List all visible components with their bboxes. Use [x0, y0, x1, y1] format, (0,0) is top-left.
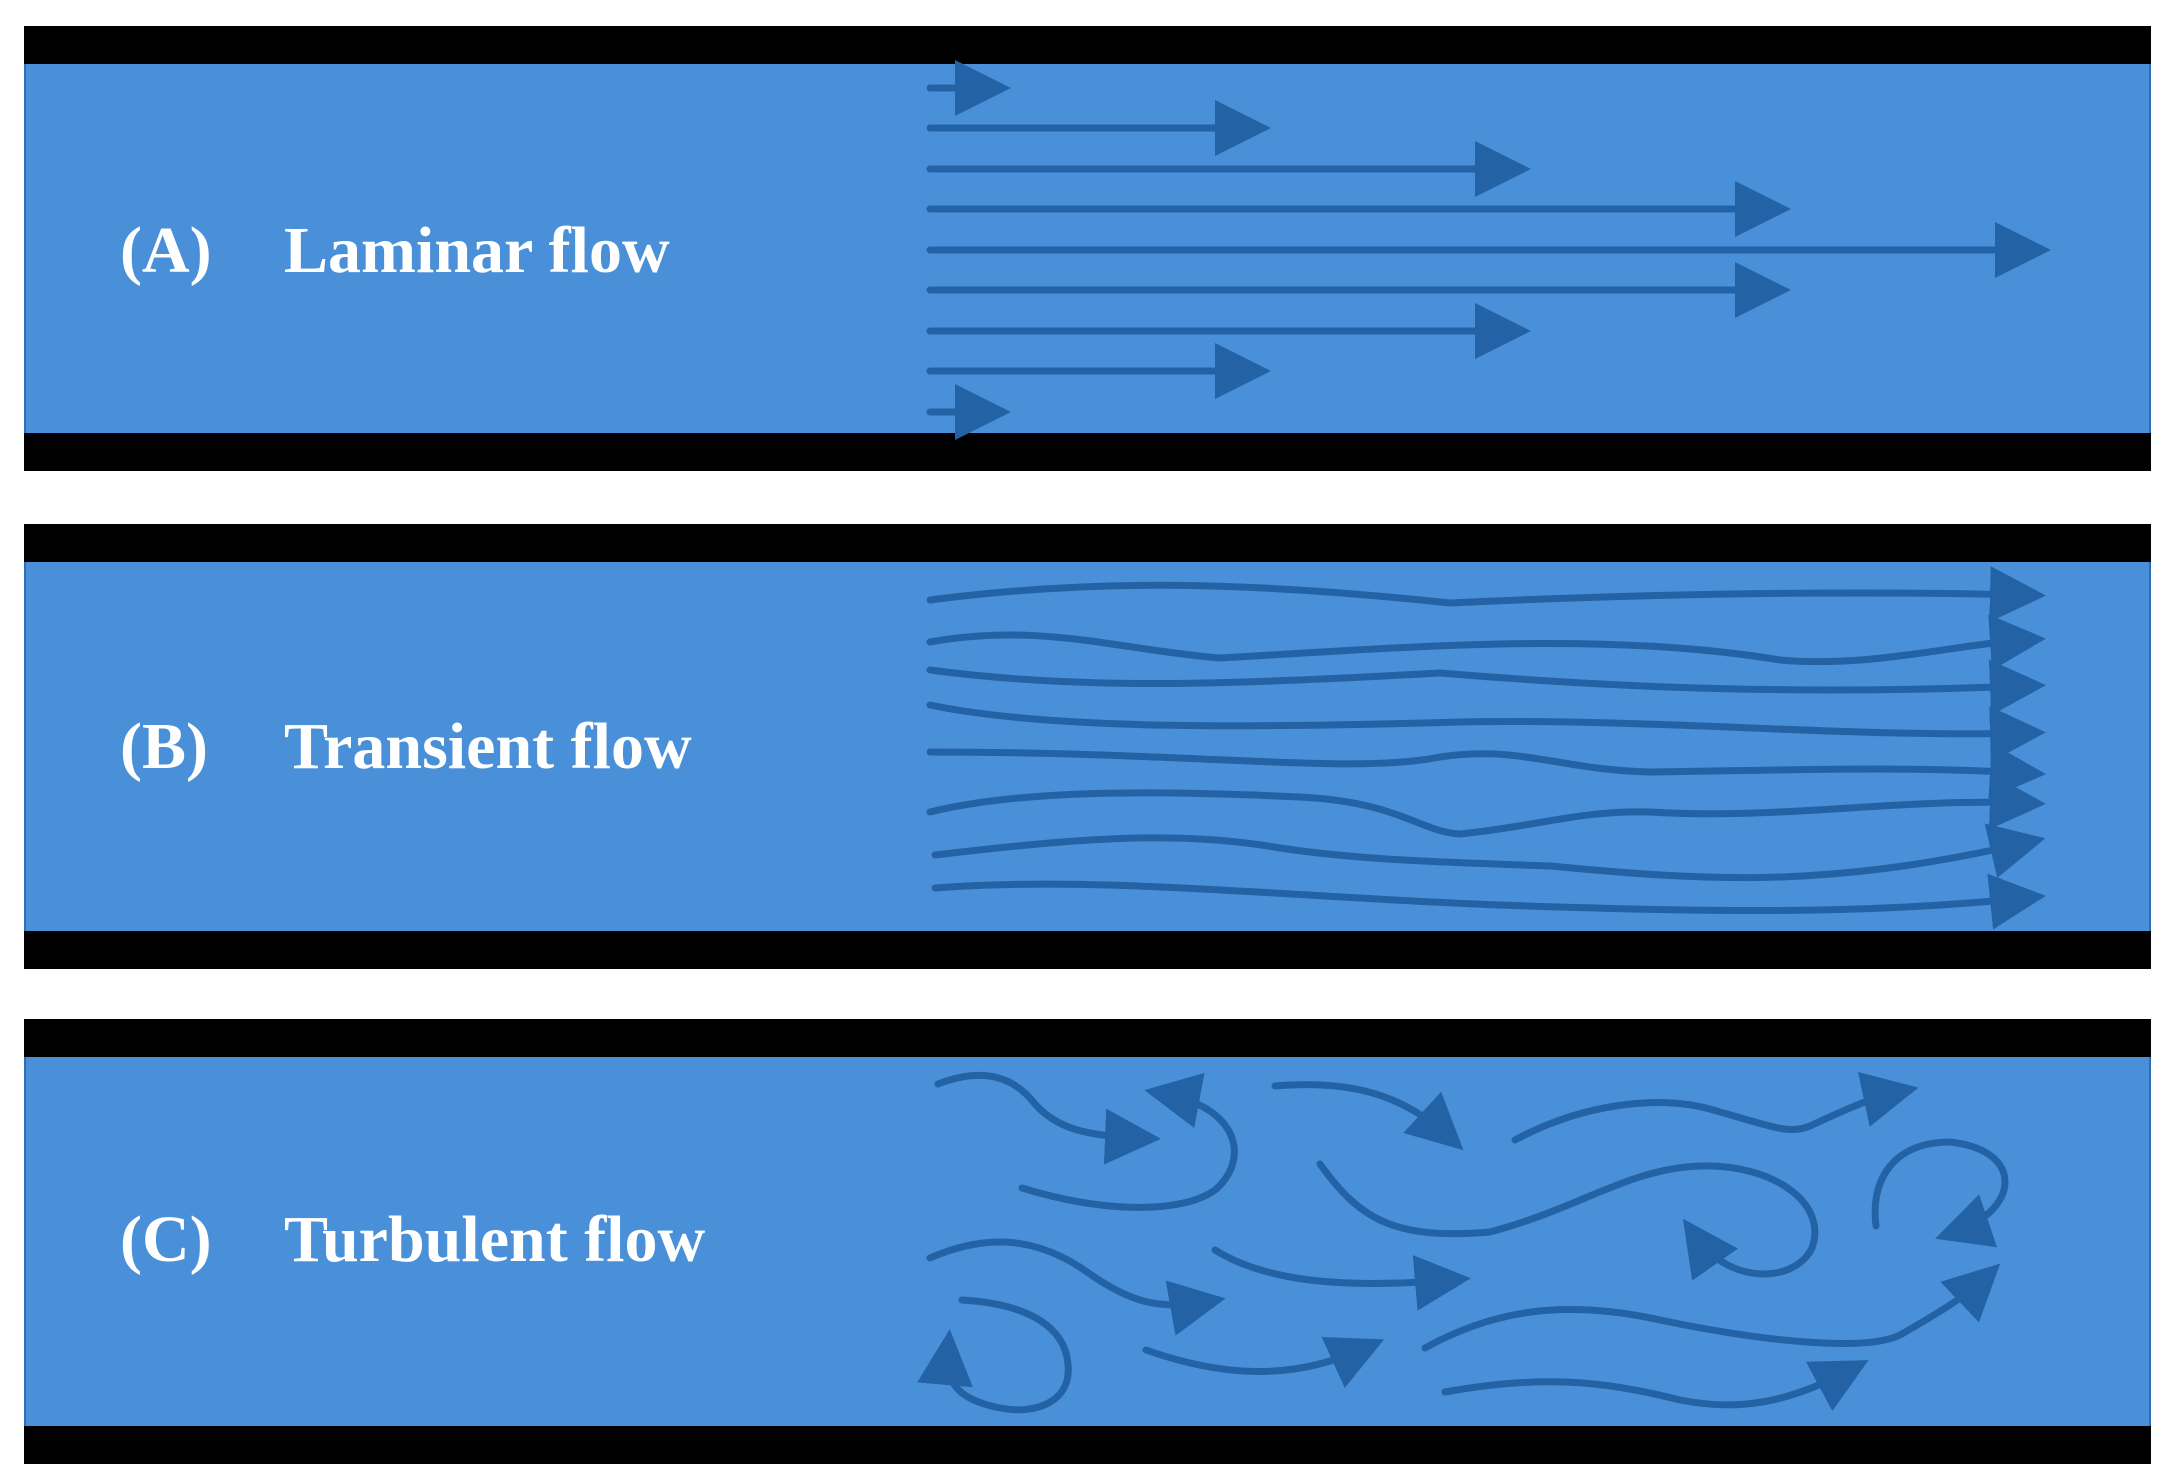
panel-title: Turbulent flow: [284, 1203, 706, 1276]
panel-label: (C)Turbulent flow: [120, 1207, 705, 1273]
panel-title: Laminar flow: [284, 214, 670, 287]
bottom-wall: [24, 1426, 2151, 1464]
bottom-wall: [24, 931, 2151, 969]
top-wall: [24, 1019, 2151, 1057]
fluid-region: [24, 1057, 2151, 1426]
turbulent-arrow: [1271, 1081, 1464, 1151]
panel-tag: (B): [120, 710, 208, 783]
panel-turbulent: (C) Turbulent flow: [24, 1019, 2151, 1464]
laminar-arrows: [926, 60, 2051, 440]
transient-streamline: [931, 823, 2046, 882]
turbulent-arrow: [1421, 1263, 2001, 1352]
transient-streamline: [926, 659, 2046, 716]
panel-label: (A)Laminar flow: [120, 218, 670, 284]
panel-tag: (C): [120, 1203, 212, 1276]
turbulent-arrow: [1316, 1160, 1819, 1281]
top-wall: [24, 26, 2151, 64]
panel-title: Transient flow: [284, 710, 692, 783]
turbulent-arrow: [1871, 1138, 2009, 1248]
panel-tag: (A): [120, 214, 212, 287]
panel-transient: (B) Transient flow: [24, 524, 2151, 969]
turbulent-arrow: [926, 1238, 1226, 1336]
turbulent-arrow: [1441, 1360, 1869, 1412]
turbulent-arrow: [1018, 1072, 1238, 1211]
transient-streamline: [931, 873, 2046, 930]
transient-streamlines: [926, 566, 2046, 930]
turbulent-arrow: [917, 1296, 1072, 1414]
top-wall: [24, 524, 2151, 562]
turbulent-arrow: [934, 1071, 1161, 1165]
transient-streamline: [926, 566, 2046, 623]
transient-streamline: [926, 701, 2046, 762]
turbulent-eddies: [917, 1071, 2009, 1414]
turbulent-arrow: [1511, 1071, 1919, 1144]
panel-label: (B)Transient flow: [120, 714, 692, 780]
transient-streamline: [926, 743, 2046, 800]
turbulent-arrow: [1142, 1336, 1385, 1388]
transient-streamline: [926, 614, 2046, 671]
turbulent-arrow: [1211, 1246, 1471, 1311]
transient-streamline: [926, 773, 2046, 838]
fluid-region: [24, 562, 2151, 931]
bottom-wall: [24, 433, 2151, 471]
